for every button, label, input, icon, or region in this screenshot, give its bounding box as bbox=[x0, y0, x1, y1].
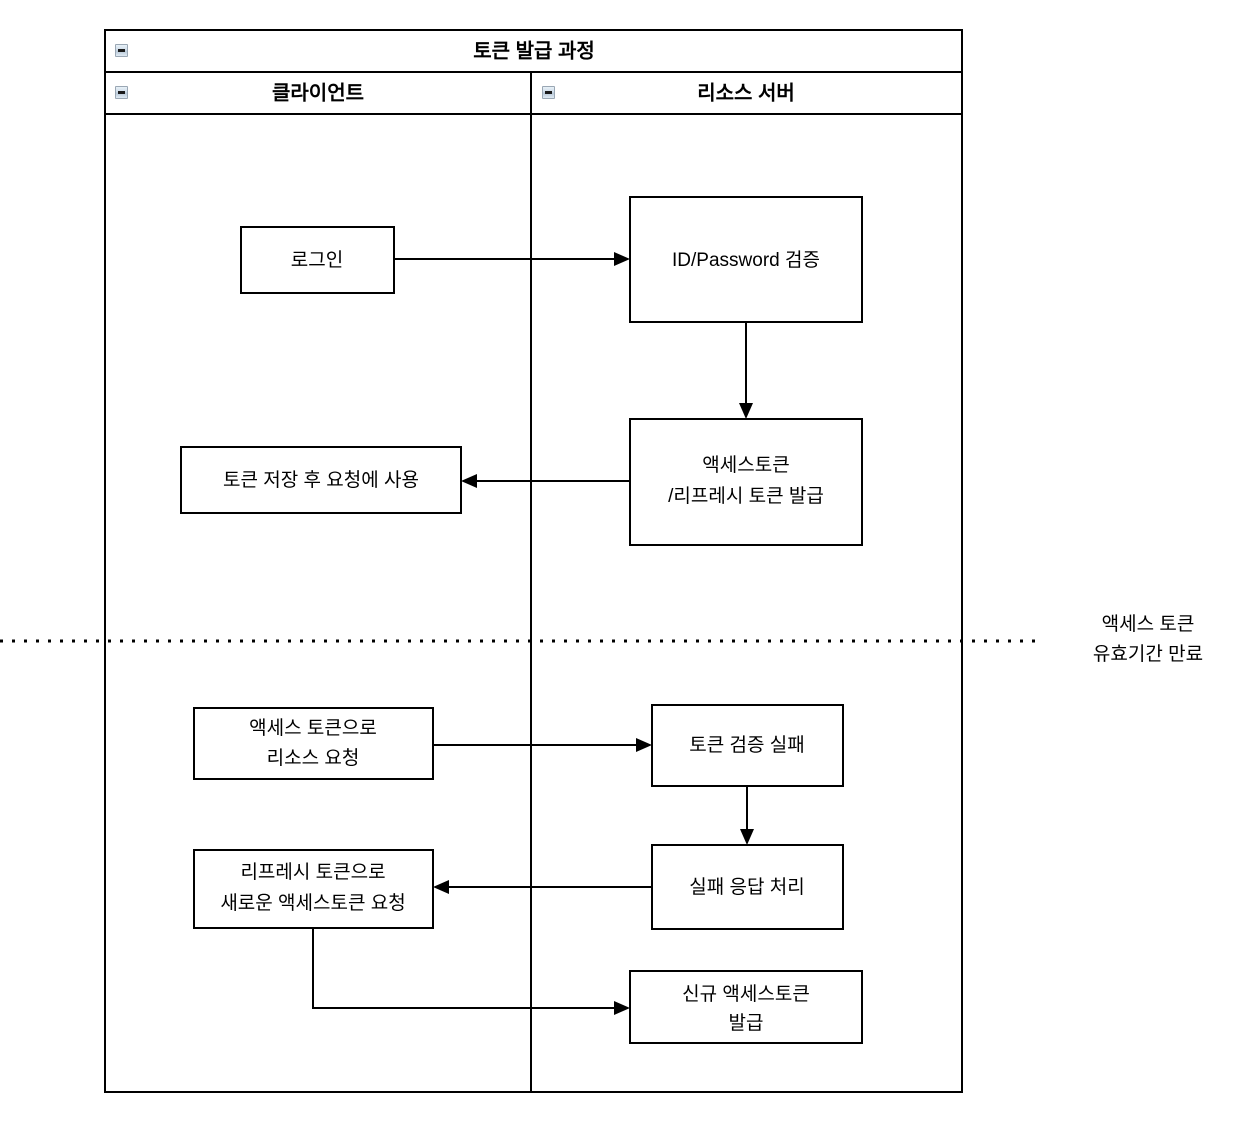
lane-client-collapse-minus-box-icon[interactable] bbox=[115, 86, 128, 99]
arrowhead-request-new-token-to-issue-new bbox=[614, 1001, 630, 1015]
node-issue-tokens-label-line2: /리프레시 토큰 발급 bbox=[668, 485, 824, 507]
lane-header-client bbox=[104, 71, 532, 115]
node-issue-tokens[interactable] bbox=[629, 418, 863, 546]
node-handle-failure-response[interactable] bbox=[651, 844, 844, 930]
arrowhead-handle-failure-to-request-new-token bbox=[433, 880, 449, 894]
token-expiry-note-line1: 액세스 토큰 bbox=[1102, 613, 1195, 635]
pool-collapse-minus-box-icon[interactable] bbox=[115, 44, 128, 57]
node-verify-credentials[interactable] bbox=[629, 196, 863, 323]
node-request-new-token-label-line2: 새로운 액세스토큰 요청 bbox=[220, 892, 405, 914]
lane-resource-server-collapse-minus-box-icon[interactable] bbox=[542, 86, 555, 99]
lane-title-resource-server: 리소스 서버 bbox=[697, 81, 795, 104]
token-expiry-note-line2: 유효기간 만료 bbox=[1093, 643, 1203, 665]
node-issue-new-access-token-label-line2: 발급 bbox=[729, 1012, 764, 1034]
node-request-new-token[interactable] bbox=[193, 849, 434, 929]
node-request-resource[interactable] bbox=[193, 707, 434, 780]
node-issue-new-access-token[interactable] bbox=[629, 970, 863, 1044]
node-store-token[interactable] bbox=[180, 446, 462, 514]
arrowhead-validation-failed-to-handle-failure bbox=[740, 829, 754, 845]
node-issue-new-access-token-label-line1: 신규 액세스토큰 bbox=[682, 983, 810, 1005]
node-store-token-label: 토큰 저장 후 요청에 사용 bbox=[223, 469, 419, 491]
node-verify-credentials-label: ID/Password 검증 bbox=[672, 249, 820, 271]
node-request-resource-label-line1: 액세스 토큰으로 bbox=[249, 717, 377, 739]
node-request-resource-label-line2: 리소스 요청 bbox=[267, 747, 360, 769]
node-login-label: 로그인 bbox=[291, 249, 343, 271]
node-token-validation-failed[interactable] bbox=[651, 704, 844, 787]
node-issue-tokens-label-line1: 액세스토큰 bbox=[702, 454, 789, 476]
arrowhead-issue-to-store bbox=[461, 474, 477, 488]
node-login[interactable] bbox=[240, 226, 395, 294]
pool-header bbox=[104, 29, 963, 73]
pool-title: 토큰 발급 과정 bbox=[473, 39, 595, 62]
node-handle-failure-response-label: 실패 응답 처리 bbox=[689, 876, 804, 898]
arrowhead-verify-to-issue bbox=[739, 403, 753, 419]
flow-request-new-token-to-issue-new bbox=[312, 928, 617, 1009]
arrowhead-request-to-validation-failed bbox=[636, 738, 652, 752]
arrowhead-login-to-verify bbox=[614, 252, 630, 266]
node-token-validation-failed-label: 토큰 검증 실패 bbox=[689, 734, 804, 756]
lane-title-client: 클라이언트 bbox=[272, 81, 364, 104]
node-request-new-token-label-line1: 리프레시 토큰으로 bbox=[240, 861, 385, 883]
